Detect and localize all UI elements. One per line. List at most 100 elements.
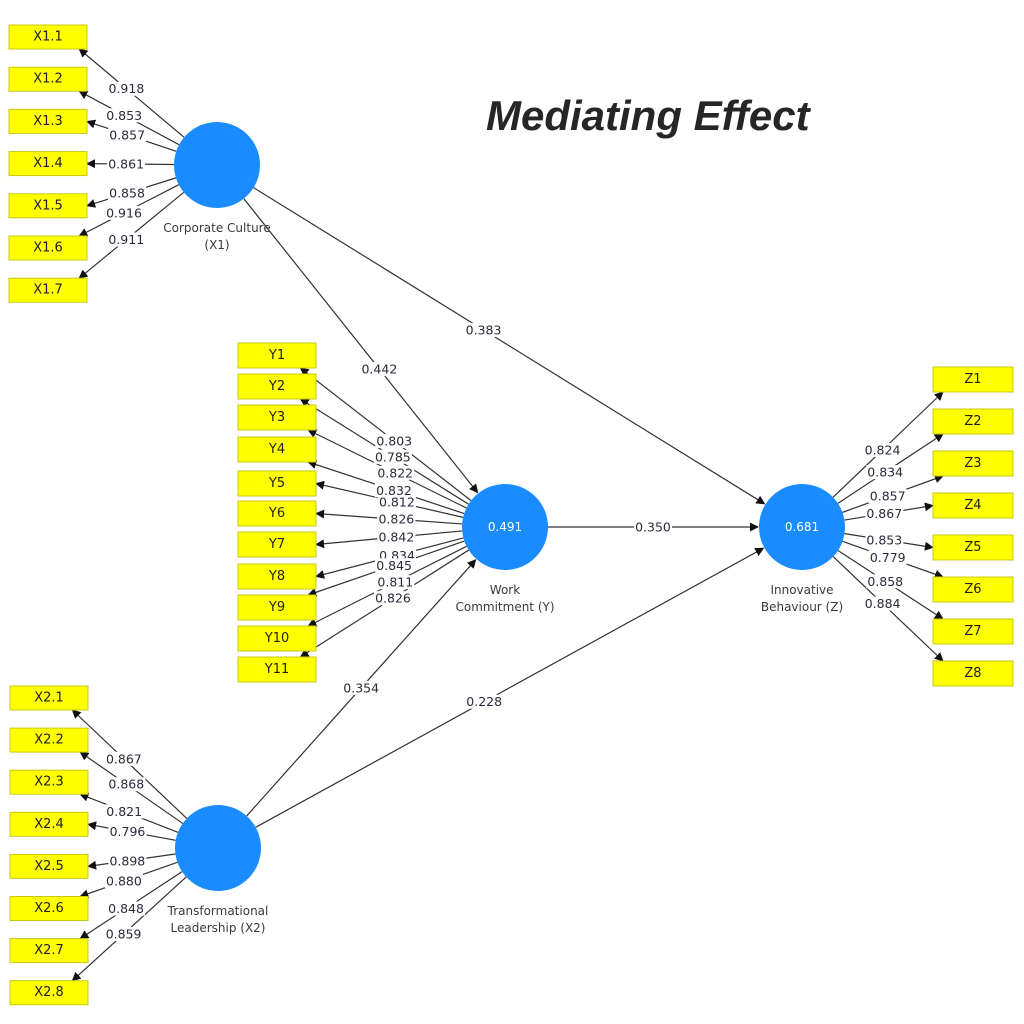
- loading-label-y7-bg: [377, 530, 416, 545]
- indicator-box[interactable]: [932, 492, 1014, 519]
- latent-circle[interactable]: [174, 122, 260, 208]
- indicator-x2-4[interactable]: X2.4: [9, 811, 89, 837]
- indicator-x2-1[interactable]: X2.1: [9, 685, 89, 711]
- indicator-y2[interactable]: Y2: [237, 373, 317, 400]
- latent-circle[interactable]: [462, 484, 548, 570]
- loading-label-y4: 0.832: [374, 483, 413, 498]
- latent-x1[interactable]: Corporate Culture(X1): [163, 122, 271, 252]
- indicator-box[interactable]: [9, 938, 89, 964]
- indicator-z6[interactable]: Z6: [932, 576, 1014, 603]
- indicator-y10[interactable]: Y10: [237, 625, 317, 652]
- indicator-z1[interactable]: Z1: [932, 366, 1014, 393]
- indicator-box[interactable]: [237, 531, 317, 558]
- indicator-box[interactable]: [237, 625, 317, 652]
- indicator-x1-1[interactable]: X1.1: [8, 24, 88, 50]
- loading-label-z5-bg: [865, 532, 904, 547]
- indicator-box[interactable]: [8, 235, 88, 261]
- indicator-box[interactable]: [8, 108, 88, 134]
- loading-label-x2-7: 0.848: [107, 901, 146, 916]
- loading-label-z3-text: 0.857: [870, 489, 906, 504]
- indicator-z8[interactable]: Z8: [932, 660, 1014, 687]
- indicator-z2[interactable]: Z2: [932, 408, 1014, 435]
- indicator-y3[interactable]: Y3: [237, 404, 317, 431]
- indicator-x1-5[interactable]: X1.5: [8, 193, 88, 219]
- latent-circle[interactable]: [175, 805, 261, 891]
- indicator-box[interactable]: [8, 151, 88, 177]
- indicator-label: X2.4: [34, 817, 64, 832]
- indicator-box[interactable]: [932, 660, 1014, 687]
- indicator-x2-7[interactable]: X2.7: [9, 938, 89, 964]
- indicator-box[interactable]: [237, 470, 317, 497]
- indicator-x2-3[interactable]: X2.3: [9, 769, 89, 795]
- indicator-box[interactable]: [8, 193, 88, 219]
- indicator-z3[interactable]: Z3: [932, 450, 1014, 477]
- loading-label-z4-bg: [865, 506, 904, 521]
- indicator-box[interactable]: [237, 656, 317, 683]
- indicator-z4[interactable]: Z4: [932, 492, 1014, 519]
- latent-name-line: Transformational: [167, 904, 269, 918]
- indicator-box[interactable]: [932, 534, 1014, 561]
- indicator-box[interactable]: [8, 277, 88, 303]
- loading-label-x1-6: 0.916: [105, 205, 144, 220]
- indicator-box[interactable]: [237, 436, 317, 463]
- indicator-label: X2.7: [34, 943, 64, 958]
- indicator-box[interactable]: [932, 366, 1014, 393]
- indicator-y8[interactable]: Y8: [237, 563, 317, 590]
- loading-label-x2-8: 0.859: [104, 927, 143, 942]
- indicator-y6[interactable]: Y6: [237, 500, 317, 527]
- indicator-y7[interactable]: Y7: [237, 531, 317, 558]
- path-x2-to-y-coefficient-text: 0.354: [343, 680, 379, 695]
- indicator-box[interactable]: [237, 594, 317, 621]
- indicator-x2-6[interactable]: X2.6: [9, 896, 89, 921]
- indicator-box[interactable]: [9, 769, 89, 795]
- indicator-y4[interactable]: Y4: [237, 436, 317, 463]
- loading-label-x1-3: 0.857: [108, 127, 147, 142]
- indicator-z5[interactable]: Z5: [932, 534, 1014, 561]
- indicator-box[interactable]: [932, 408, 1014, 435]
- indicator-x2-2[interactable]: X2.2: [9, 727, 89, 753]
- indicator-box[interactable]: [8, 24, 88, 50]
- indicator-label: X1.6: [33, 241, 63, 256]
- indicator-box[interactable]: [9, 727, 89, 753]
- indicator-y11[interactable]: Y11: [237, 656, 317, 683]
- indicator-x1-7[interactable]: X1.7: [8, 277, 88, 303]
- loading-label-y3: 0.822: [376, 465, 415, 480]
- indicator-box[interactable]: [9, 811, 89, 837]
- indicator-box[interactable]: [237, 342, 317, 369]
- indicator-box[interactable]: [237, 500, 317, 527]
- indicator-box[interactable]: [932, 618, 1014, 645]
- latent-name-line: Behaviour (Z): [761, 600, 843, 614]
- latent-circle[interactable]: [759, 484, 845, 570]
- indicator-box[interactable]: [9, 896, 89, 921]
- indicator-y1[interactable]: Y1: [237, 342, 317, 369]
- loading-label-y10: 0.811: [376, 575, 415, 590]
- indicator-x2-8[interactable]: X2.8: [9, 980, 89, 1006]
- indicator-x1-3[interactable]: X1.3: [8, 108, 88, 134]
- indicator-z7[interactable]: Z7: [932, 618, 1014, 645]
- indicator-box[interactable]: [932, 576, 1014, 603]
- loading-label-x2-4: 0.796: [108, 824, 147, 839]
- indicator-box[interactable]: [9, 853, 89, 879]
- indicator-y9[interactable]: Y9: [237, 594, 317, 621]
- indicator-box[interactable]: [237, 373, 317, 400]
- indicator-box[interactable]: [9, 685, 89, 711]
- indicator-box[interactable]: [8, 66, 88, 92]
- indicator-box[interactable]: [9, 980, 89, 1006]
- loading-label-y1: 0.803: [375, 433, 414, 448]
- indicators-layer: X1.1X1.2X1.3X1.4X1.5X1.6X1.7Y1Y2Y3Y4Y5Y6…: [8, 24, 1014, 1006]
- indicator-x2-5[interactable]: X2.5: [9, 853, 89, 879]
- indicator-x1-6[interactable]: X1.6: [8, 235, 88, 261]
- loading-label-y2: 0.785: [373, 449, 412, 464]
- indicator-y5[interactable]: Y5: [237, 470, 317, 497]
- indicator-box[interactable]: [237, 563, 317, 590]
- indicator-box[interactable]: [237, 404, 317, 431]
- indicator-box[interactable]: [932, 450, 1014, 477]
- loading-label-x1-4-bg: [107, 157, 146, 172]
- indicator-x1-2[interactable]: X1.2: [8, 66, 88, 92]
- indicator-x1-4[interactable]: X1.4: [8, 151, 88, 177]
- loading-label-x1-6-bg: [105, 205, 144, 220]
